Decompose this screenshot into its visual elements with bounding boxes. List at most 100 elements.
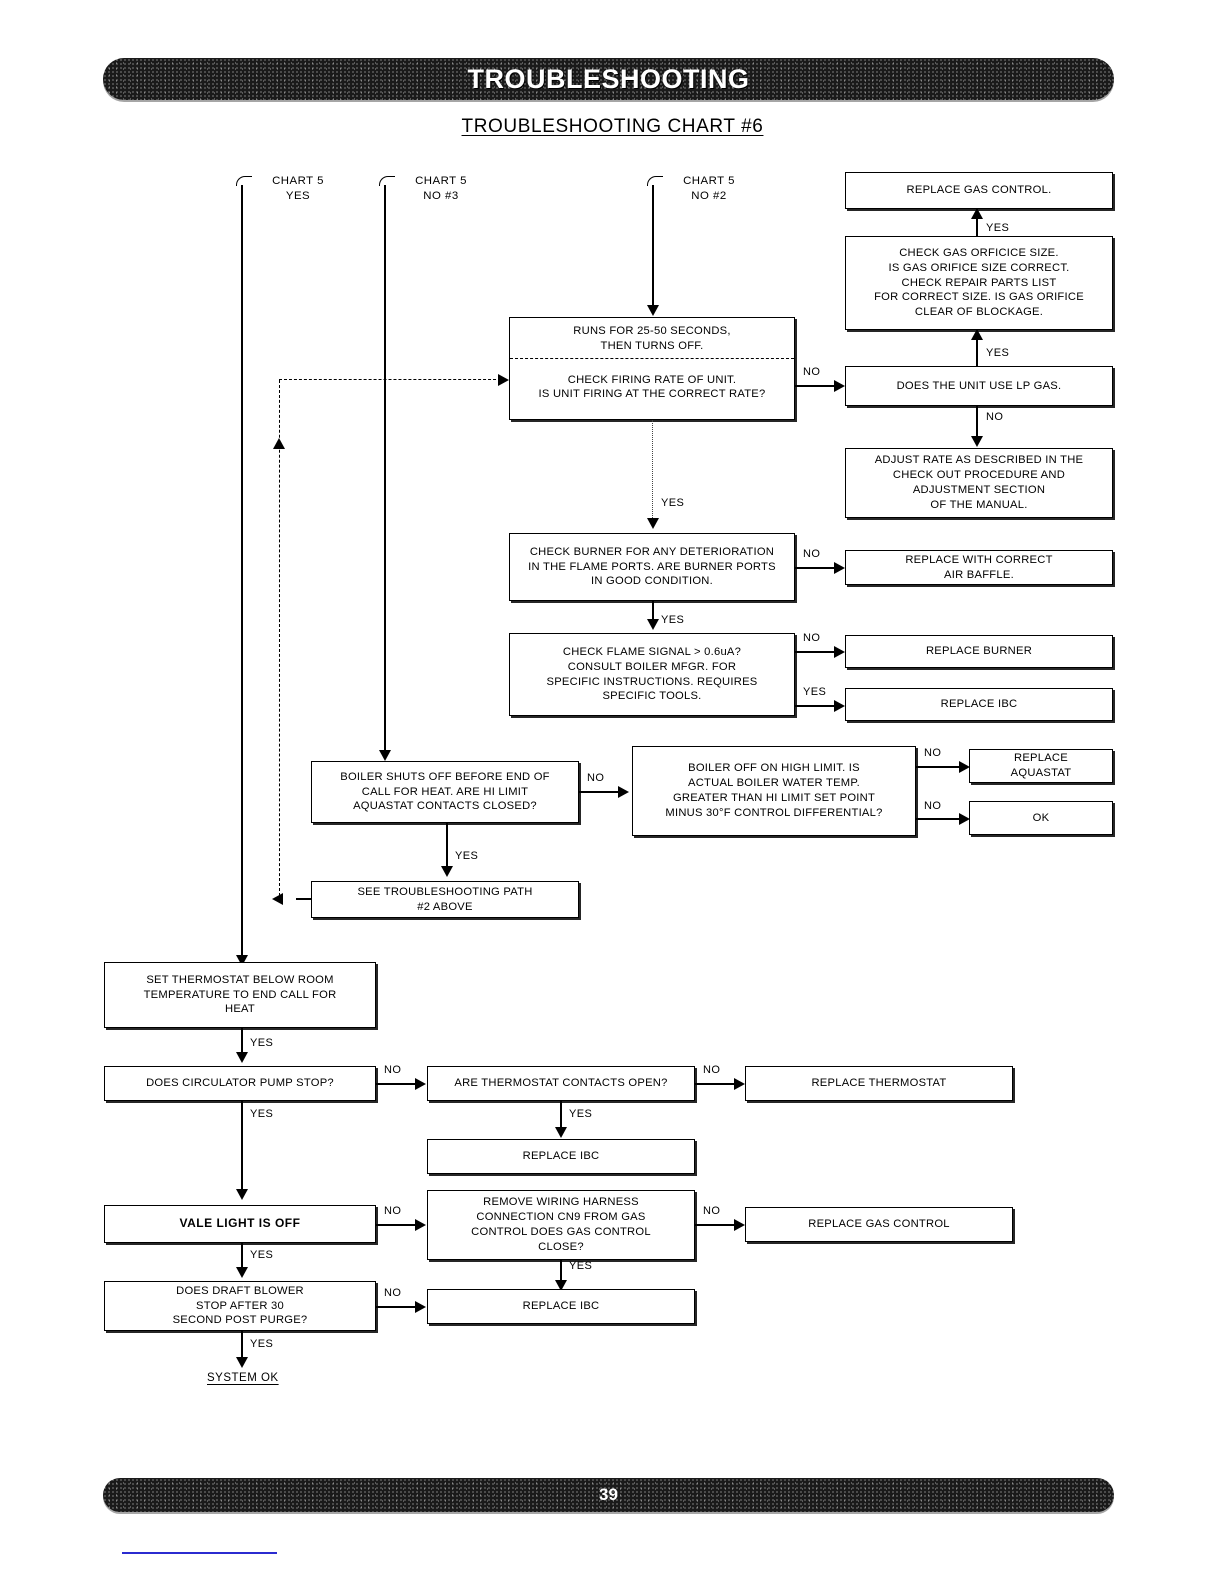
header-title: TROUBLESHOOTING: [467, 63, 750, 94]
box-are-thermostat-contacts-open[interactable]: ARE THERMOSTAT CONTACTS OPEN?: [427, 1066, 695, 1101]
box-adjust-rate[interactable]: ADJUST RATE AS DESCRIBED IN THE CHECK OU…: [845, 448, 1113, 518]
label-no-wiring-harness: NO: [703, 1205, 721, 1217]
box-see-path-2[interactable]: SEE TROUBLESHOOTING PATH #2 ABOVE: [311, 881, 579, 918]
header-banner: TROUBLESHOOTING: [103, 58, 1114, 100]
box-replace-gas-control-bottom[interactable]: REPLACE GAS CONTROL: [745, 1207, 1013, 1242]
box-replace-burner[interactable]: REPLACE BURNER: [845, 635, 1113, 668]
edge-lp-yes-to-orifice: [976, 330, 978, 366]
label-yes-firing-rate-down: YES: [661, 497, 685, 509]
box-check-firing-rate[interactable]: RUNS FOR 25-50 SECONDS, THEN TURNS OFF. …: [509, 317, 795, 420]
box-text: CHECK FLAME SIGNAL > 0.6uA? CONSULT BOIL…: [546, 645, 758, 703]
box-text: VALE LIGHT IS OFF: [179, 1216, 301, 1231]
link-underline-artifact[interactable]: [122, 1552, 277, 1554]
edge-thermostat-contacts-no: [695, 1083, 739, 1085]
label-yes-set-thermostat: YES: [250, 1037, 274, 1049]
box-runs-for-header: RUNS FOR 25-50 SECONDS, THEN TURNS OFF.: [510, 318, 794, 359]
edge-flame-no: [795, 651, 839, 653]
box-text: REPLACE WITH CORRECT AIR BAFFLE.: [905, 553, 1053, 581]
arrow-right-to-replace-ibc-flame: [834, 700, 845, 712]
edge-firing-rate-no: [795, 385, 839, 387]
edge-high-limit-no-ok: [916, 818, 964, 820]
box-text: REPLACE IBC: [522, 1150, 600, 1163]
arrow-right-to-replace-thermostat: [734, 1078, 745, 1090]
entry-label-chart5-yes: CHART 5 YES: [272, 175, 324, 203]
label-yes-thermostat-contacts: YES: [569, 1108, 593, 1120]
box-text: OK: [1032, 811, 1050, 824]
edge-feedback-vertical: [279, 380, 280, 896]
edge-feedback-horizontal: [279, 379, 501, 380]
footer-banner: 39: [103, 1478, 1114, 1512]
box-text: CHECK BURNER FOR ANY DETERIORATION IN TH…: [528, 545, 776, 588]
box-text: SET THERMOSTAT BELOW ROOM TEMPERATURE TO…: [143, 973, 337, 1016]
entry-hook-chart5-no3: [379, 176, 395, 186]
label-no-circulator-pump: NO: [384, 1064, 402, 1076]
box-check-burner[interactable]: CHECK BURNER FOR ANY DETERIORATION IN TH…: [509, 533, 795, 601]
box-text: REPLACE BURNER: [925, 645, 1033, 658]
arrow-down-to-adjust-rate: [971, 436, 983, 447]
label-no-burner: NO: [803, 548, 821, 560]
arrow-down-to-system-ok: [236, 1357, 248, 1368]
label-no-flame-signal: NO: [803, 632, 821, 644]
label-no-boiler-shuts-off: NO: [587, 772, 605, 784]
box-check-gas-orifice[interactable]: CHECK GAS ORFICICE SIZE. IS GAS ORIFICE …: [845, 236, 1113, 330]
edge-set-thermostat-yes: [241, 1028, 243, 1054]
entry-label-chart5-no3: CHART 5 NO #3: [415, 175, 467, 203]
edge-burner-no: [795, 567, 839, 569]
box-text: SEE TROUBLESHOOTING PATH #2 ABOVE: [357, 885, 533, 913]
label-yes-vale-light: YES: [250, 1249, 274, 1261]
label-no-high-limit-aquastat: NO: [924, 747, 942, 759]
box-replace-thermostat[interactable]: REPLACE THERMOSTAT: [745, 1066, 1013, 1101]
edge-boiler-shuts-off-no: [579, 791, 623, 793]
arrow-right-to-thermostat-contacts: [415, 1078, 426, 1090]
footer-page-number: 39: [599, 1485, 618, 1504]
edge-circulator-pump-no: [376, 1083, 420, 1085]
box-ok[interactable]: OK: [969, 801, 1113, 835]
box-replace-ibc-thermostat[interactable]: REPLACE IBC: [427, 1139, 695, 1174]
label-no-thermostat-contacts: NO: [703, 1064, 721, 1076]
label-yes-orifice-from-lp: YES: [986, 347, 1010, 359]
box-text: REMOVE WIRING HARNESS CONNECTION CN9 FRO…: [471, 1196, 651, 1253]
arrow-down-to-vale-light: [236, 1189, 248, 1200]
box-text: REPLACE IBC: [940, 698, 1018, 711]
arrow-left-feedback-entry: [272, 893, 283, 905]
edge-circulator-pump-yes: [241, 1101, 243, 1191]
label-no-draft-blower: NO: [384, 1287, 402, 1299]
edge-thermostat-contacts-yes: [560, 1101, 562, 1129]
box-set-thermostat[interactable]: SET THERMOSTAT BELOW ROOM TEMPERATURE TO…: [104, 962, 376, 1028]
edge-chart5-no2-trunk: [652, 185, 654, 308]
edge-wiring-harness-yes: [560, 1260, 562, 1282]
label-no-high-limit-ok: NO: [924, 800, 942, 812]
label-no-firing-rate: NO: [803, 366, 821, 378]
arrow-chart5-no3-to-boiler-shuts-off: [379, 750, 391, 761]
arrow-right-to-remove-wiring-harness: [415, 1219, 426, 1231]
arrow-chart5-no2-to-runs-for: [647, 305, 659, 316]
box-replace-aquastat[interactable]: REPLACE AQUASTAT: [969, 749, 1113, 783]
box-vale-light-is-off[interactable]: VALE LIGHT IS OFF: [104, 1205, 376, 1243]
entry-hook-chart5-no2: [647, 176, 663, 186]
arrow-right-to-replace-ibc-blower: [415, 1301, 426, 1313]
box-replace-ibc-flame[interactable]: REPLACE IBC: [845, 688, 1113, 721]
box-text: DOES DRAFT BLOWER STOP AFTER 30 SECOND P…: [172, 1284, 308, 1327]
arrow-down-to-replace-ibc-blower: [555, 1280, 567, 1291]
box-remove-wiring-harness[interactable]: REMOVE WIRING HARNESS CONNECTION CN9 FRO…: [427, 1190, 695, 1260]
box-does-draft-blower-stop[interactable]: DOES DRAFT BLOWER STOP AFTER 30 SECOND P…: [104, 1281, 376, 1331]
box-text: ARE THERMOSTAT CONTACTS OPEN?: [454, 1077, 668, 1090]
box-boiler-off-high-limit[interactable]: BOILER OFF ON HIGH LIMIT. IS ACTUAL BOIL…: [632, 746, 916, 836]
arrow-right-to-lp-gas: [834, 380, 845, 392]
box-check-flame-signal[interactable]: CHECK FLAME SIGNAL > 0.6uA? CONSULT BOIL…: [509, 633, 795, 716]
box-text: DOES THE UNIT USE LP GAS.: [896, 379, 1062, 392]
arrow-right-to-ok: [959, 813, 970, 825]
label-yes-circulator-pump: YES: [250, 1108, 274, 1120]
box-replace-ibc-blower[interactable]: REPLACE IBC: [427, 1289, 695, 1324]
box-replace-air-baffle[interactable]: REPLACE WITH CORRECT AIR BAFFLE.: [845, 550, 1113, 585]
arrow-down-to-replace-ibc-thermostat: [555, 1127, 567, 1138]
box-text: BOILER OFF ON HIGH LIMIT. IS ACTUAL BOIL…: [665, 762, 883, 819]
box-does-circulator-pump-stop[interactable]: DOES CIRCULATOR PUMP STOP?: [104, 1066, 376, 1101]
box-boiler-shuts-off[interactable]: BOILER SHUTS OFF BEFORE END OF CALL FOR …: [311, 761, 579, 823]
arrow-down-to-circulator-pump: [236, 1052, 248, 1063]
box-replace-gas-control-top[interactable]: REPLACE GAS CONTROL.: [845, 172, 1113, 209]
box-text: REPLACE GAS CONTROL: [808, 1218, 950, 1231]
arrow-down-to-check-burner: [647, 518, 659, 529]
label-yes-boiler-shuts-off-down: YES: [455, 850, 479, 862]
box-does-unit-use-lp-gas[interactable]: DOES THE UNIT USE LP GAS.: [845, 366, 1113, 406]
